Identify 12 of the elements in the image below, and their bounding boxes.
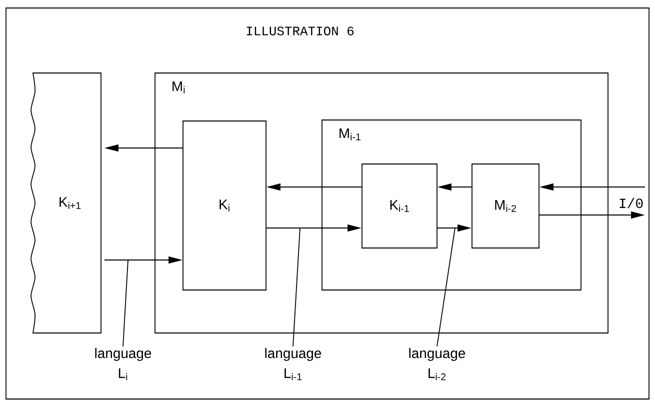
leader-line bbox=[122, 260, 128, 347]
process-box: M$_{i-2}$ bbox=[472, 164, 540, 248]
text-label: language L$_{i}$ bbox=[95, 348, 152, 380]
text-label: language L$_{i-1}$ bbox=[265, 348, 322, 380]
wavy-edged-box: K$_{i+1}$ bbox=[30, 72, 102, 334]
title: ILLUSTRATION 6 bbox=[246, 26, 354, 36]
process-box: K$_{i}$ bbox=[182, 120, 266, 290]
leader-line bbox=[436, 228, 456, 347]
text-label: I/0 bbox=[620, 198, 643, 208]
leader-line bbox=[292, 228, 300, 347]
process-box: K$_{i-1}$ bbox=[362, 164, 438, 248]
text-label: language L$_{i-2}$ bbox=[409, 348, 466, 380]
